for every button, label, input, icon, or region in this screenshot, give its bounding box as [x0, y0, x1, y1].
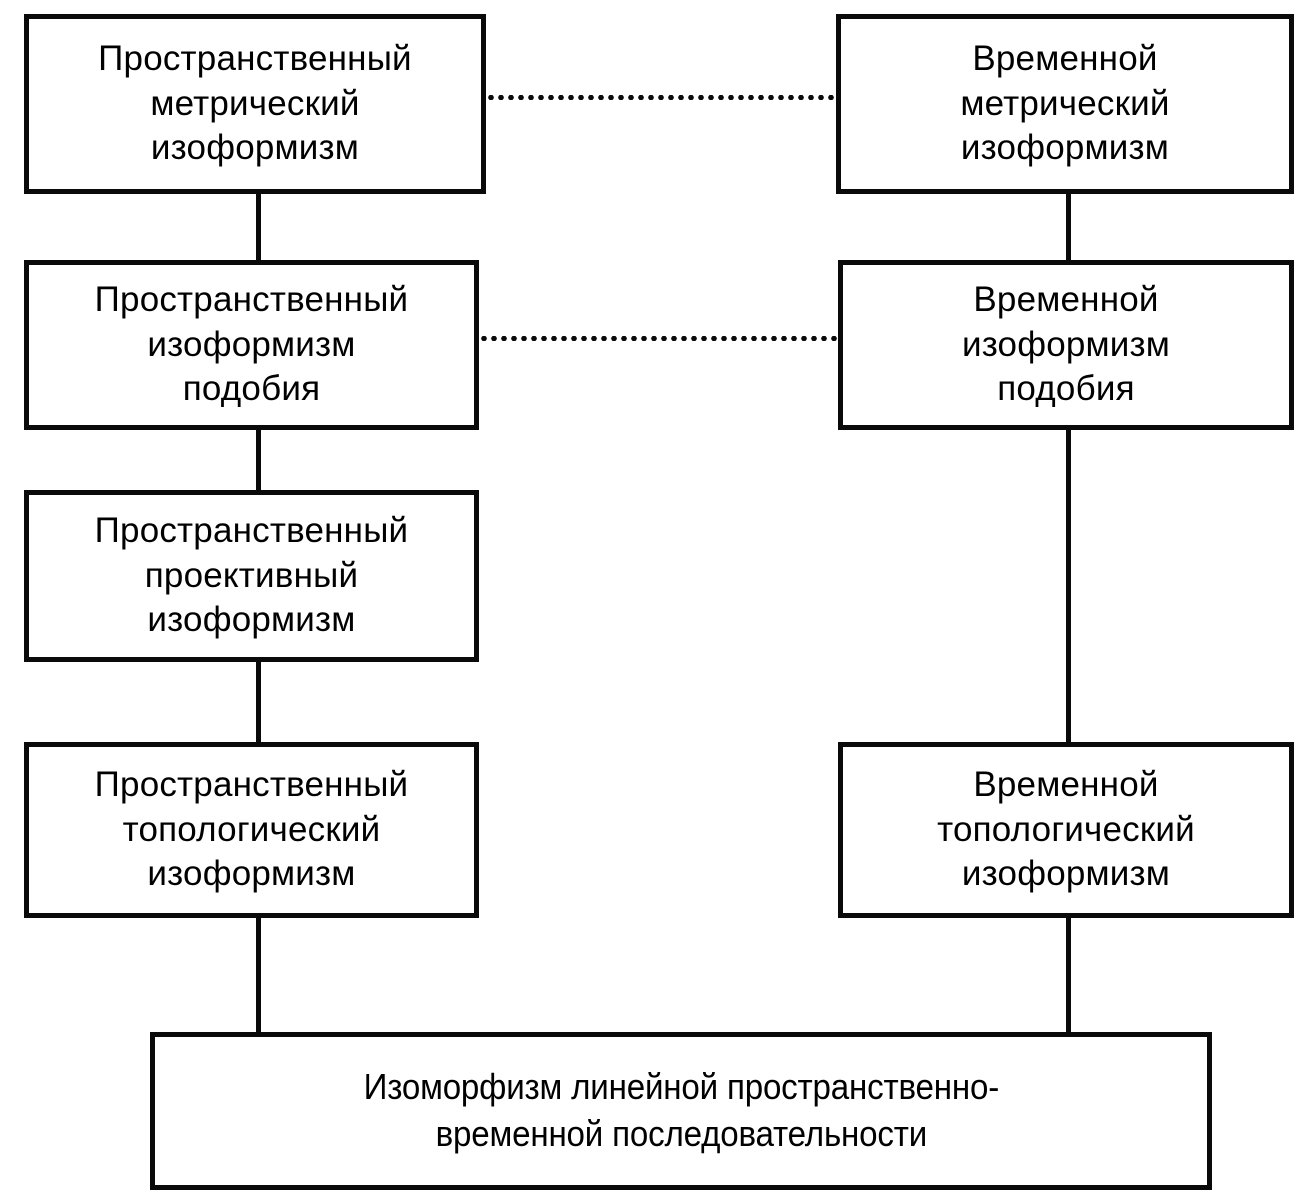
node-label: Пространственный топологический изоформи… [94, 764, 409, 894]
connector-similarity-cross-dotted [479, 336, 838, 341]
node-spatial-metric[interactable]: Пространственный метрический изоформизм [24, 14, 486, 194]
node-label: Временной метрический изоформизм [960, 38, 1170, 168]
connector-temporal-similarity-to-topological [1066, 428, 1071, 744]
node-temporal-metric[interactable]: Временной метрический изоформизм [836, 14, 1294, 194]
connector-spatial-topological-to-sequence [256, 916, 261, 1036]
node-linear-spacetime-sequence[interactable]: Изоморфизм линейной пространственно- вре… [150, 1032, 1212, 1190]
node-temporal-similarity[interactable]: Временной изоформизм подобия [838, 260, 1294, 430]
node-spatial-projective[interactable]: Пространственный проективный изоформизм [24, 490, 479, 662]
node-label: Пространственный проективный изоформизм [94, 510, 409, 640]
node-label: Временной изоформизм подобия [961, 279, 1171, 409]
connector-spatial-similarity-to-projective [256, 428, 261, 492]
node-label: Временной топологический изоформизм [937, 764, 1195, 894]
connector-temporal-metric-to-similarity [1066, 192, 1071, 264]
node-spatial-similarity[interactable]: Пространственный изоформизм подобия [24, 260, 479, 430]
connector-metric-cross-dotted [486, 95, 836, 100]
node-label: Изоморфизм линейной пространственно- вре… [363, 1066, 999, 1154]
node-label: Пространственный изоформизм подобия [94, 279, 409, 409]
node-temporal-topological[interactable]: Временной топологический изоформизм [838, 742, 1294, 918]
connector-spatial-projective-to-topological [256, 660, 261, 744]
node-label: Пространственный метрический изоформизм [98, 38, 412, 168]
connector-spatial-metric-to-similarity [256, 192, 261, 264]
connector-temporal-topological-to-sequence [1066, 916, 1071, 1036]
node-spatial-topological[interactable]: Пространственный топологический изоформи… [24, 742, 479, 918]
